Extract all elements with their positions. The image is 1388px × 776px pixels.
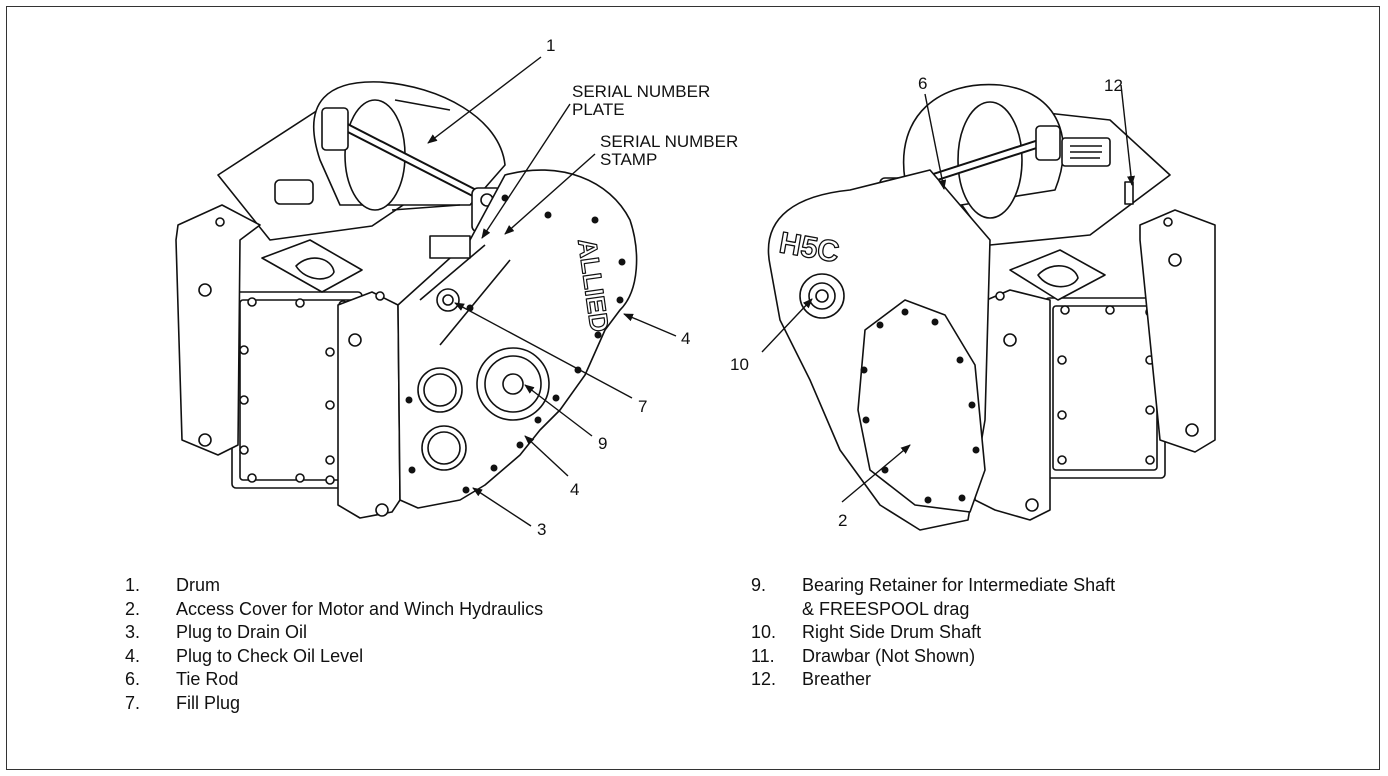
callout-1: 1 [546, 36, 556, 55]
callout-serial-number-plate: SERIAL NUMBER PLATE [572, 83, 710, 119]
legend-label: Drawbar (Not Shown) [802, 645, 976, 666]
legend-item: 11. Drawbar (Not Shown) [751, 645, 1311, 669]
legend-number: 7. [125, 692, 141, 713]
right-winch-view: H5C [767, 83, 1216, 531]
legend-item: 2. Access Cover for Motor and Winch Hydr… [125, 598, 725, 622]
legend-label: & FREESPOOL drag [802, 598, 970, 619]
legend-number: 10. [751, 622, 777, 642]
legend-item: 12. Breather [751, 668, 1311, 692]
callout-7: 7 [638, 397, 648, 416]
callout-2: 2 [838, 511, 848, 530]
legend-number: 4. [125, 645, 141, 666]
serial-plate-line-1: SERIAL NUMBER [572, 82, 711, 101]
left-winch-view: ALLIED [175, 81, 638, 519]
access-cover [857, 299, 986, 513]
serial-plate-line-2: PLATE [572, 100, 625, 119]
callout-9: 9 [598, 434, 608, 453]
legend-item: 7. Fill Plug [125, 692, 725, 716]
callout-3: 3 [537, 520, 547, 539]
leader-lines [427, 56, 1135, 527]
legend-item: 1. Drum [125, 574, 725, 598]
legend-right: 9. Bearing Retainer for Intermediate Sha… [751, 574, 1311, 692]
legend-label: Fill Plug [176, 692, 241, 713]
legend-number: 3. [125, 622, 141, 642]
legend-label: Bearing Retainer for Intermediate Shaft [802, 575, 1116, 595]
callout-serial-number-stamp: SERIAL NUMBER STAMP [600, 133, 738, 169]
gear-case [397, 169, 638, 509]
legend-item: 9. Bearing Retainer for Intermediate Sha… [751, 574, 1311, 598]
callout-4-upper: 4 [681, 329, 691, 348]
legend-label: Plug to Drain Oil [176, 622, 308, 642]
drum [312, 81, 506, 211]
legend-number: 1. [125, 575, 141, 595]
legend-item: 4. Plug to Check Oil Level [125, 645, 725, 669]
callout-6: 6 [918, 74, 928, 93]
legend-label: Access Cover for Motor and Winch Hydraul… [176, 598, 544, 619]
legend-label: Right Side Drum Shaft [802, 622, 982, 642]
legend-label: Drum [176, 575, 220, 595]
legend-number: 9. [751, 575, 767, 595]
right-bracket-2 [1139, 209, 1216, 453]
legend-item: 10. Right Side Drum Shaft [751, 621, 1311, 645]
legend-number: 11. [751, 645, 775, 666]
callout-10: 10 [730, 355, 749, 374]
left-bracket [175, 204, 261, 456]
serial-stamp-line-1: SERIAL NUMBER [600, 132, 739, 151]
legend-number: 12. [751, 669, 777, 689]
serial-number-plate [429, 235, 471, 259]
right-side-drum-shaft [799, 273, 845, 319]
front-bracket-right [974, 289, 1051, 521]
callout-4-lower: 4 [570, 480, 580, 499]
legend-item: 6. Tie Rod [125, 668, 725, 692]
legend-left: 1. Drum 2. Access Cover for Motor and Wi… [125, 574, 725, 715]
callout-12: 12 [1104, 76, 1123, 95]
legend-label: Tie Rod [176, 669, 239, 689]
legend-label: Breather [802, 669, 872, 689]
legend-number: 6. [125, 669, 141, 689]
legend-label: Plug to Check Oil Level [176, 645, 364, 666]
right-gear-case: H5C [767, 169, 991, 531]
figure-frame [6, 6, 1380, 770]
right-bracket [337, 291, 401, 519]
legend-item: 3. Plug to Drain Oil [125, 621, 725, 645]
legend-number: 2. [125, 598, 141, 619]
breather [1124, 181, 1134, 205]
serial-stamp-line-2: STAMP [600, 150, 658, 169]
legend-item: & FREESPOOL drag [751, 598, 1311, 622]
